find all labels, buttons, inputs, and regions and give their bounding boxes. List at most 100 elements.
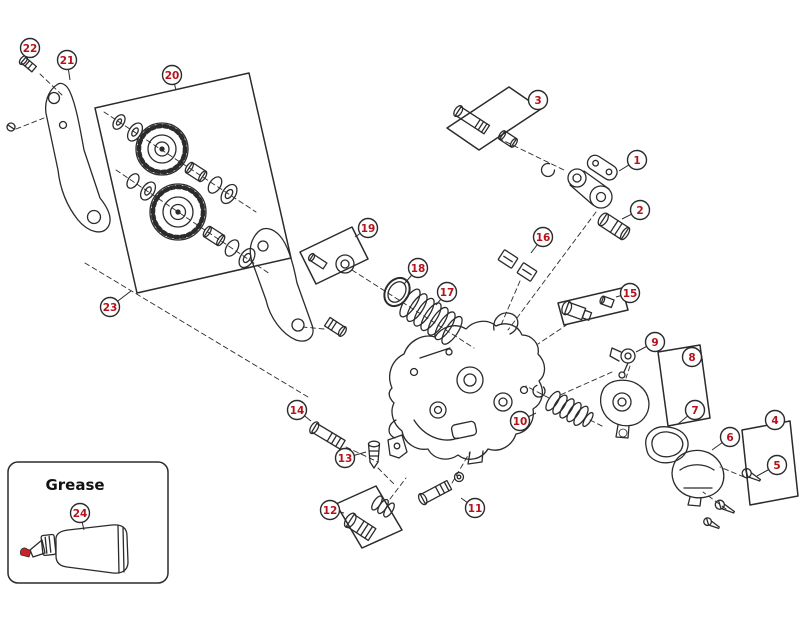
callout-14: 14: [286, 399, 312, 422]
callout-number: 9: [651, 337, 658, 349]
callout-number: 4: [771, 415, 778, 427]
callout-circle: [619, 282, 641, 304]
callout-circle: [527, 89, 549, 111]
callout-1: 1: [618, 149, 648, 172]
callout-number: 5: [773, 460, 780, 472]
callout-circle: [464, 497, 486, 519]
roller-part: [609, 347, 636, 379]
callout-circle: [19, 37, 41, 59]
adjust-bolt-parts: [417, 471, 465, 506]
callout-number: 16: [536, 232, 551, 244]
callout-4: 4: [764, 409, 786, 431]
callout-18: 18: [403, 257, 429, 285]
callout-number: 18: [411, 263, 426, 275]
callout-3: 3: [527, 89, 549, 111]
callout-number: 10: [513, 416, 528, 428]
callout-circle: [99, 296, 121, 318]
callout-circle: [629, 199, 651, 221]
washer-parts-upper: [112, 114, 238, 205]
callout-2: 2: [621, 199, 651, 221]
callout-22: 22: [19, 37, 41, 59]
callout-number: 15: [623, 288, 638, 300]
grease-label: Grease: [45, 476, 104, 494]
bracket-axle-part: [540, 154, 618, 209]
callout-number: 24: [73, 508, 88, 520]
callout-number: 13: [338, 453, 353, 465]
callout-6: 6: [711, 426, 741, 451]
callout-circle: [644, 331, 666, 353]
callout-number: 1: [633, 155, 640, 167]
callout-circle: [56, 49, 78, 71]
callout-number: 21: [60, 55, 75, 67]
guide-pulley-part: [135, 122, 189, 176]
callout-16: 16: [530, 226, 554, 254]
tiny-screw-part: [6, 122, 16, 132]
cable-bolt-parts: [557, 287, 629, 326]
grease-tube-part: [20, 524, 129, 574]
callout-9: 9: [635, 331, 666, 353]
callout-circle: [161, 64, 183, 86]
callout-10: 10: [509, 410, 537, 432]
screw-parts: [703, 420, 799, 530]
callout-circle: [407, 257, 429, 279]
callout-circle: [509, 410, 531, 432]
callout-circle: [436, 281, 458, 303]
callout-19: 19: [354, 217, 379, 239]
pivot-bolt-part: [309, 421, 346, 450]
callout-17: 17: [435, 281, 458, 306]
callout-number: 17: [440, 287, 455, 299]
callout-number: 11: [468, 503, 483, 515]
oring-part: [383, 276, 411, 308]
callout-number: 22: [23, 43, 38, 55]
pad-parts: [497, 249, 538, 282]
callout-circle: [764, 409, 786, 431]
washer-parts-lower: [126, 173, 256, 269]
inner-plate-part: [249, 227, 314, 342]
callout-number: 2: [636, 205, 643, 217]
mount-bolt-parts: [446, 86, 542, 151]
callout-circle: [626, 149, 648, 171]
callout-12: 12: [319, 499, 345, 521]
callout-number: 23: [103, 302, 118, 314]
callout-number: 7: [691, 405, 698, 417]
callout-number: 3: [534, 95, 541, 107]
stopper-parts: [367, 434, 408, 469]
callout-circle: [69, 502, 91, 524]
spring-clip-parts: [532, 384, 594, 428]
pulley-box: [94, 72, 292, 294]
cover-part: [671, 449, 725, 507]
callout-circle: [719, 426, 741, 448]
callout-15: 15: [615, 282, 641, 304]
outer-plate-part: [44, 82, 111, 233]
callout-23: 23: [99, 290, 132, 318]
bracket-bolt-part: [597, 212, 631, 241]
callout-21: 21: [56, 49, 78, 81]
b-unit-part: [599, 344, 711, 439]
callout-circle: [766, 454, 788, 476]
callout-5: 5: [756, 454, 788, 477]
callout-13: 13: [334, 447, 367, 469]
tension-pulley-part: [149, 183, 207, 241]
plate-bolt-part: [18, 55, 38, 73]
body-part: [388, 312, 546, 465]
callout-circle: [334, 447, 356, 469]
grease-box: [7, 461, 169, 584]
callout-circle: [319, 499, 341, 521]
callout-11: 11: [460, 497, 486, 519]
callout-circle: [286, 399, 308, 421]
callout-7: 7: [677, 399, 706, 425]
callout-24: 24: [69, 502, 91, 531]
callout-number: 19: [361, 223, 376, 235]
callout-circle: [532, 226, 554, 248]
bolt-spring-parts: [335, 485, 403, 549]
callout-number: 8: [688, 352, 695, 364]
callout-circle: [681, 346, 703, 368]
gasket-part: [645, 426, 689, 464]
callout-circle: [684, 399, 706, 421]
callout-number: 14: [290, 405, 305, 417]
plate-pivot-bolt-part: [323, 316, 347, 337]
callout-number: 20: [165, 70, 180, 82]
